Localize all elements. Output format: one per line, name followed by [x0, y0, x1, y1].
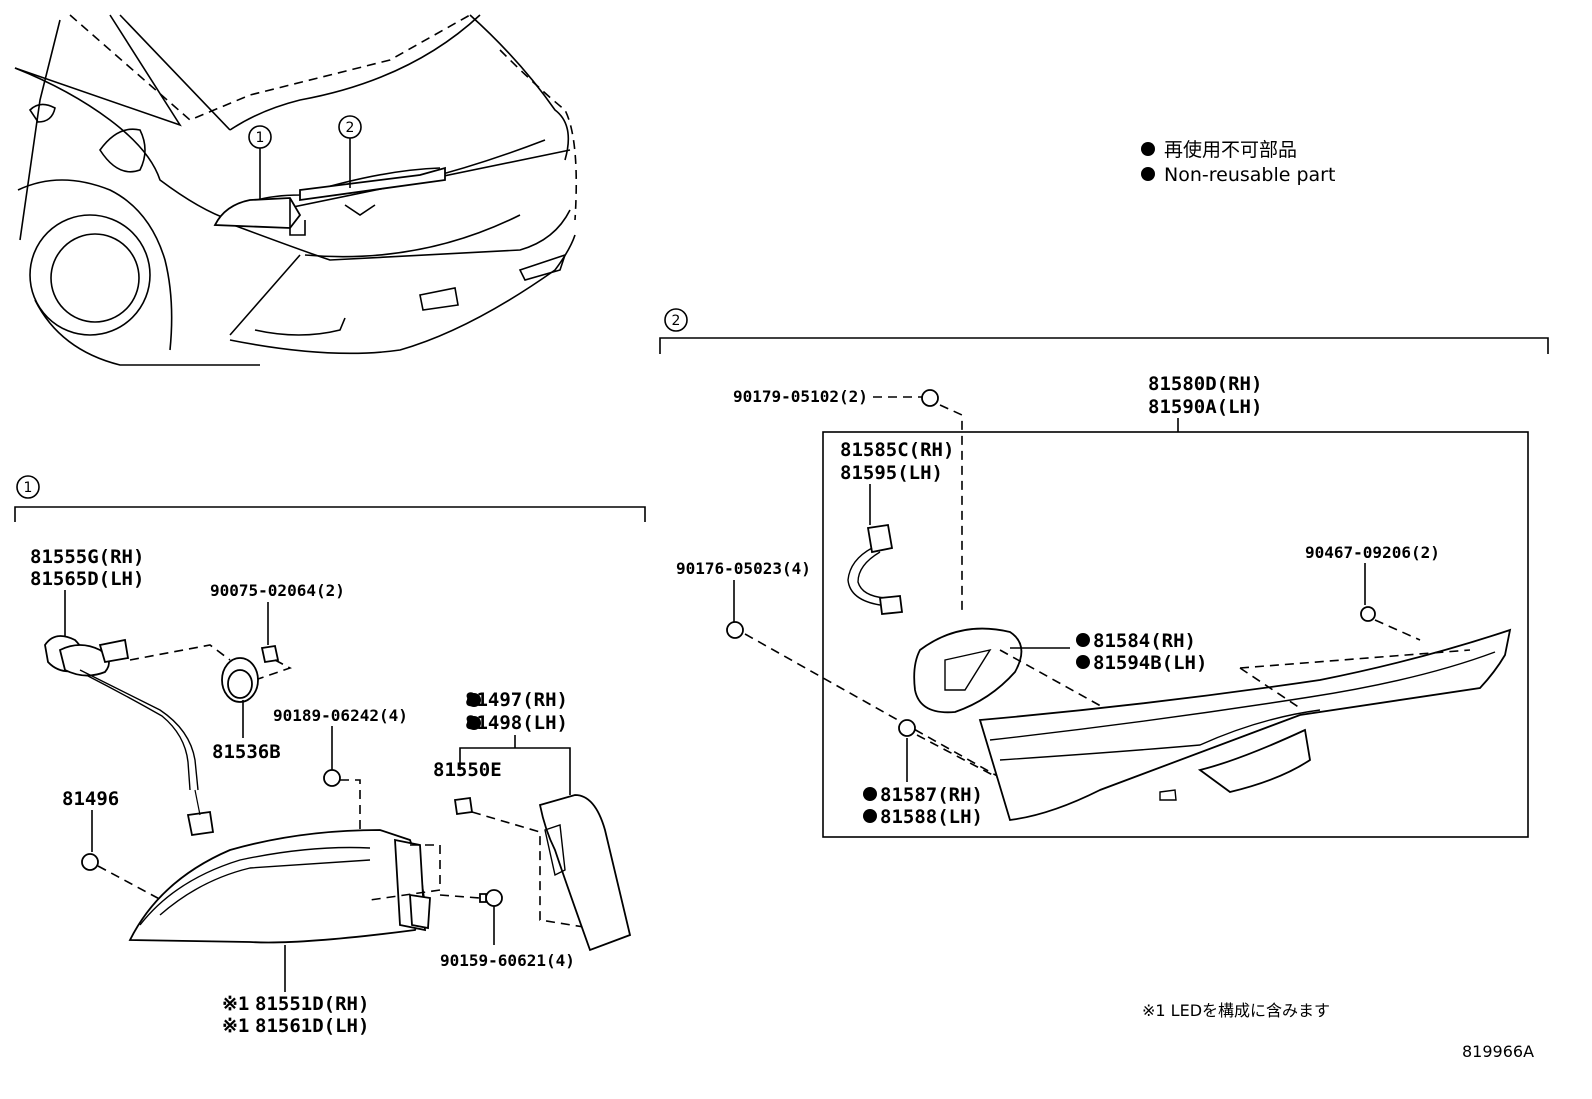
part-81561D-mark: ※1 — [222, 1015, 249, 1037]
clip-81496 — [81, 853, 99, 871]
led-note: ※1 LEDを構成に含みます — [1142, 1001, 1330, 1020]
part-81588: 81588(LH) — [880, 806, 983, 828]
section-1-label: 1 — [24, 480, 33, 496]
part-90189: 90189-06242(4) — [273, 706, 408, 725]
legend-bullet-1 — [1141, 142, 1155, 156]
part-81584: 81584(RH) — [1093, 630, 1196, 652]
bulb-81536B — [221, 657, 259, 703]
legend-en: Non-reusable part — [1164, 164, 1335, 186]
callout-1-label: 1 — [256, 130, 265, 146]
bulb-socket-harness — [44, 635, 215, 837]
part-81595: 81595(LH) — [840, 462, 943, 484]
gasket-81584 — [913, 627, 1023, 714]
callout-2: 2 — [338, 115, 362, 139]
section-1: 1 81555G(RH) 81565D(LH) 90075-02064(2) 8… — [14, 475, 646, 1037]
nut-90179 — [921, 389, 939, 407]
part-81580D: 81580D(RH) — [1148, 373, 1262, 395]
legend-jp: 再使用不可部品 — [1164, 139, 1297, 161]
section-2-bracket — [659, 337, 1549, 354]
part-81561D: 81561D(LH) — [255, 1015, 369, 1037]
part-90075: 90075-02064(2) — [210, 581, 345, 600]
part-90176: 90176-05023(4) — [676, 559, 811, 578]
assembly-box-81580D — [822, 431, 1529, 838]
callout-2-label: 2 — [346, 120, 355, 136]
section-2-label: 2 — [672, 313, 681, 329]
clip-90176 — [726, 621, 744, 639]
non-reusable-81588 — [863, 809, 877, 823]
non-reusable-81497 — [467, 693, 481, 707]
part-81555G: 81555G(RH) — [30, 546, 144, 568]
part-90159: 90159-60621(4) — [440, 951, 575, 970]
part-81585C: 81585C(RH) — [840, 439, 954, 461]
clip-81550E — [453, 796, 474, 816]
part-81565D: 81565D(LH) — [30, 568, 144, 590]
non-reusable-81498 — [467, 716, 481, 730]
part-90179: 90179-05102(2) — [733, 387, 868, 406]
rear-garnish-lamp — [978, 628, 1512, 821]
tail-lamp-81551D — [128, 829, 431, 944]
harness-81585C — [847, 523, 904, 615]
part-81587: 81587(RH) — [880, 784, 983, 806]
gasket-81587 — [898, 719, 916, 737]
nut-90189 — [323, 769, 341, 787]
non-reusable-81584 — [1076, 633, 1090, 647]
callout-1: 1 — [248, 125, 272, 149]
car-rear-illustration — [14, 14, 578, 366]
legend: 再使用不可部品 Non-reusable part — [1141, 139, 1335, 186]
part-81590A: 81590A(LH) — [1148, 396, 1262, 418]
bolt-90075 — [260, 644, 280, 664]
section-2: 2 90179-05102(2) 81580D(RH) 81590A(LH) 8… — [659, 308, 1549, 838]
non-reusable-81587 — [863, 787, 877, 801]
part-81594B: 81594B(LH) — [1093, 652, 1207, 674]
part-81498: 81498(LH) — [465, 712, 568, 734]
part-90467: 90467-09206(2) — [1305, 543, 1440, 562]
part-81497: 81497(RH) — [465, 689, 568, 711]
legend-bullet-2 — [1141, 167, 1155, 181]
part-81550E: 81550E — [433, 759, 502, 781]
non-reusable-81594B — [1076, 655, 1090, 669]
part-81551D: 81551D(RH) — [255, 993, 369, 1015]
part-81496: 81496 — [62, 788, 119, 810]
part-81536B: 81536B — [212, 741, 281, 763]
gasket-81497 — [538, 794, 632, 952]
diagram-code: 819966A — [1462, 1042, 1534, 1061]
part-81551D-mark: ※1 — [222, 993, 249, 1015]
section-1-bracket — [14, 506, 646, 522]
screw-90159 — [479, 889, 503, 907]
screw-90467 — [1360, 606, 1376, 622]
